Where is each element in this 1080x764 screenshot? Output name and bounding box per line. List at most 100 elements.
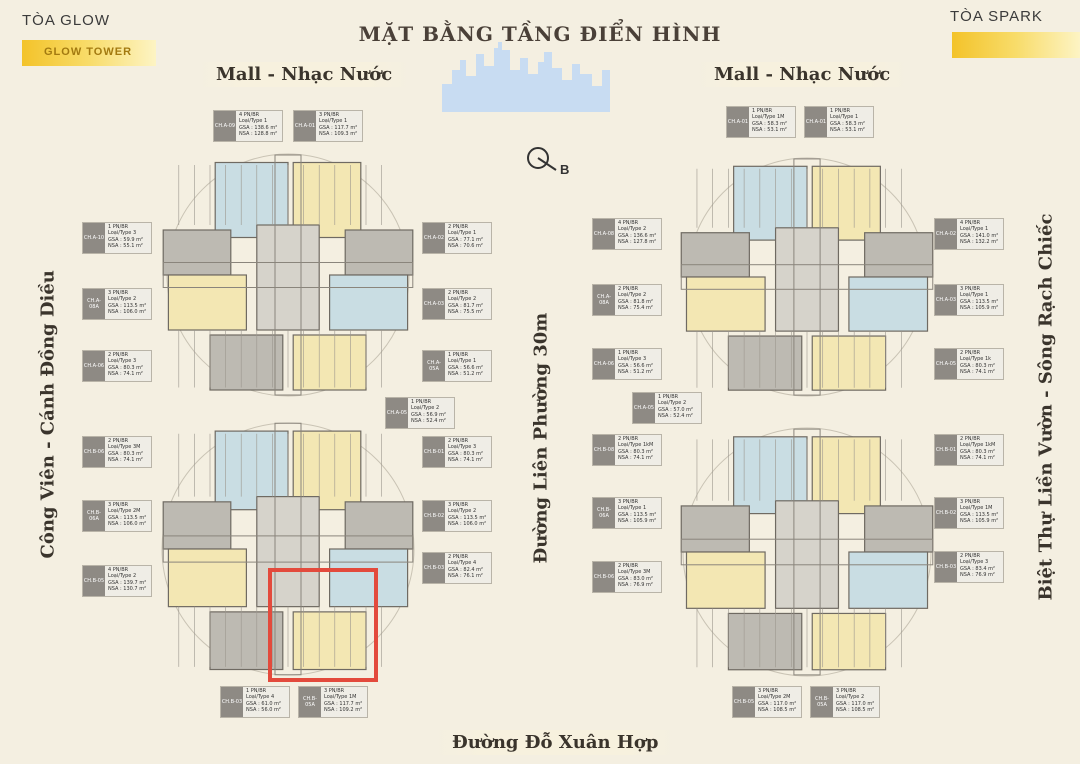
unit-gsa: GSA : 117.7 m² [319,124,358,131]
unit-code: CH.A-01 [805,107,827,137]
unit-br: 1 PN/BR [448,352,469,358]
unit-br: 3 PN/BR [448,502,469,508]
unit-code: CH.B-06A [83,501,105,531]
unit-br: 2 PN/BR [448,224,469,230]
unit-code: CH.B-08 [593,435,615,465]
unit-code: CH.B-05 [83,566,105,596]
floorplan-spark-b [676,424,938,680]
unit-nsa: NSA : 52.4 m² [411,417,446,424]
unit-code: CH.A-01 [294,111,316,141]
unit-nsa: NSA : 109.3 m² [319,130,358,137]
unit-br: 3 PN/BR [836,688,857,694]
unit-type: Loại/Type 3 [448,444,477,451]
unit-br: 2 PN/BR [448,290,469,296]
floorplan-spark-a [676,154,938,400]
unit-code: CH.A-05 [935,349,957,379]
unit-br: 2 PN/BR [108,438,129,444]
unit-br: 1 PN/BR [618,350,639,356]
unit-type: Loại/Type 1kM [960,442,996,449]
unit-gsa: GSA : 138.6 m² [239,124,278,131]
unit-nsa: NSA : 74.1 m² [960,368,995,375]
unit-code: CH.A-05 [386,398,408,428]
unit-nsa: NSA : 76.9 m² [618,581,653,588]
unit-gsa: GSA : 80.3 m² [108,364,144,371]
unit-type: Loại/Type 1 [239,118,268,125]
unit-type: Loại/Type 2 [108,296,137,303]
unit-nsa: NSA : 106.0 m² [108,308,147,315]
unit-type: Loại/Type 1 [960,292,989,299]
unit-type: Loại/Type 1M [752,114,785,121]
tower-spark-bar [952,32,1080,58]
road-label-bottom: Đường Đỗ Xuân Hợp [434,730,677,755]
unit-nsa: NSA : 56.0 m² [246,706,281,713]
unit-br: 3 PN/BR [758,688,779,694]
unit-code: CH.B-06 [83,437,105,467]
unit-nsa: NSA : 53.1 m² [830,126,865,133]
unit-type: Loại/Type 2 [618,292,647,299]
unit-nsa: NSA : 108.5 m² [758,706,797,713]
compass-label: B [560,162,569,177]
unit-gsa: GSA : 80.3 m² [960,362,996,369]
road-label-top-right: Mall - Nhạc Nước [696,62,909,87]
unit-code: CH.A-06 [83,351,105,381]
unit-type: Loại/Type 3M [618,569,651,576]
unit-gsa: GSA : 113.5 m² [108,302,147,309]
unit-br: 2 PN/BR [618,286,639,292]
unit-code: CH.B-01 [423,437,445,467]
unit-code: CH.B-05 [733,687,755,717]
unit-type: Loại/Type 2 [448,296,477,303]
unit-br: 1 PN/BR [246,688,267,694]
unit-nsa: NSA : 128.8 m² [239,130,278,137]
unit-gsa: GSA : 81.7 m² [448,302,484,309]
unit-nsa: NSA : 74.1 m² [960,454,995,461]
unit-type: Loại/Type 2M [108,508,141,515]
unit-br: 3 PN/BR [960,286,981,292]
unit-code: CH.B-02 [935,498,957,528]
unit-code: CH.A-03 [423,289,445,319]
unit-br: 1 PN/BR [752,108,773,114]
unit-gsa: GSA : 82.4 m² [448,566,484,573]
unit-gsa: GSA : 58.3 m² [830,120,866,127]
unit-gsa: GSA : 113.5 m² [618,511,657,518]
unit-br: 2 PN/BR [448,438,469,444]
unit-nsa: NSA : 105.9 m² [618,517,657,524]
page-title: MẶT BẰNG TẦNG ĐIỂN HÌNH [358,22,722,46]
unit-code: CH.A-02 [935,219,957,249]
unit-br: 3 PN/BR [618,499,639,505]
tower-spark-label: TÒA SPARK [950,8,1043,25]
unit-br: 1 PN/BR [411,399,432,405]
unit-type: Loại/Type 2 [411,405,440,412]
unit-type: Loại/Type 4 [448,560,477,567]
unit-nsa: NSA : 74.1 m² [618,454,653,461]
unit-code: CH.B-05A [811,687,833,717]
unit-type: Loại/Type 1M [324,694,357,701]
unit-br: 2 PN/BR [108,352,129,358]
unit-nsa: NSA : 76.1 m² [448,572,483,579]
unit-code: CH.A-05 [633,393,655,423]
